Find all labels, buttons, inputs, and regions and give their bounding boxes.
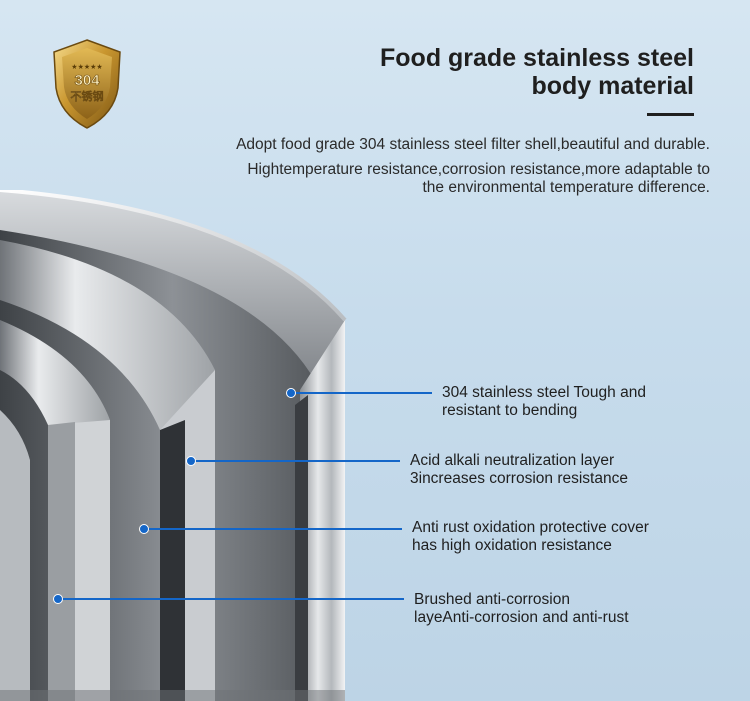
callout-line-1 [292,392,432,394]
callout-text-4: Brushed anti-corrosion layeAnti-corrosio… [414,591,629,627]
description-line-3: the environmental temperature difference… [422,179,711,196]
callout-2-line-2: 3increases corrosion resistance [410,470,628,487]
callout-2-line-1: Acid alkali neutralization layer [410,452,615,469]
callout-dot-4 [53,594,63,604]
title-line-1: Food grade stainless steel [380,44,694,72]
title-divider [647,113,694,116]
description-block: Hightemperature resistance,corrosion res… [70,161,710,197]
svg-text:304: 304 [74,72,100,89]
callout-4-line-1: Brushed anti-corrosion [414,591,570,608]
callout-text-3: Anti rust oxidation protective cover has… [412,519,649,555]
callout-line-3 [145,528,402,530]
callout-text-1: 304 stainless steel Tough and resistant … [442,384,646,420]
callout-dot-3 [139,524,149,534]
callout-dot-2 [186,456,196,466]
callout-1-line-1: 304 stainless steel Tough and [442,384,646,401]
callout-line-2 [192,460,400,462]
title-line-2: body material [531,72,694,100]
page-title: Food grade stainless steel body material [274,44,694,100]
callout-dot-1 [286,388,296,398]
shield-badge-icon: ★★★★★ 304 不锈钢 [53,39,121,129]
callout-3-line-2: has high oxidation resistance [412,537,612,554]
stainless-steel-layers-image [0,190,347,701]
description-line-1: Adopt food grade 304 stainless steel fil… [236,136,710,153]
svg-text:★★★★★: ★★★★★ [71,63,102,71]
callout-4-line-2: layeAnti-corrosion and anti-rust [414,609,629,626]
callout-1-line-2: resistant to bending [442,402,578,419]
svg-text:不锈钢: 不锈钢 [71,89,104,103]
callout-text-2: Acid alkali neutralization layer 3increa… [410,452,628,488]
description-line-2: Hightemperature resistance,corrosion res… [247,161,710,178]
callout-3-line-1: Anti rust oxidation protective cover [412,519,649,536]
callout-line-4 [59,598,404,600]
